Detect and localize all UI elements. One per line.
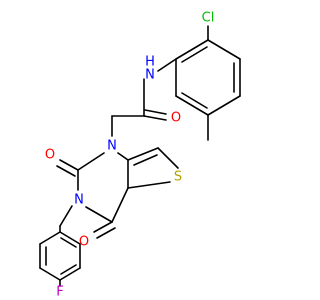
bond — [144, 109, 167, 115]
bond — [117, 152, 129, 161]
n1-atom-label: N — [107, 139, 117, 154]
bond — [111, 187, 129, 223]
bond — [93, 221, 113, 233]
bond — [96, 227, 116, 239]
bond-lines — [39, 25, 241, 287]
bond — [207, 95, 241, 116]
amide-hydrogen-label: H — [145, 55, 155, 70]
amide-nitrogen-label: N — [145, 68, 155, 83]
bond — [56, 165, 76, 177]
fluorine-atom-label: F — [56, 285, 63, 300]
sulfur-atom-label: S — [174, 170, 182, 185]
chlorine-atom-label: Cl — [202, 11, 215, 26]
bond — [59, 267, 81, 281]
molecule-structure-diagram: Cl N H O N N O O S F — [0, 0, 300, 300]
bond — [60, 237, 77, 248]
bond — [60, 264, 77, 275]
atom-labels: Cl N H O N N O O S F — [45, 11, 214, 300]
n3-atom-label: N — [74, 193, 84, 208]
bond — [143, 115, 167, 121]
amide-oxygen-label: O — [171, 111, 181, 126]
bond — [85, 206, 113, 223]
bond — [157, 147, 179, 169]
bond — [59, 205, 73, 227]
bond — [59, 231, 81, 245]
bond — [181, 46, 208, 63]
bond — [127, 181, 171, 189]
bond — [39, 231, 61, 245]
c4-oxygen-label: O — [79, 235, 89, 250]
c2-oxygen-label: O — [45, 148, 55, 163]
bond — [175, 95, 209, 116]
bond — [175, 39, 209, 60]
bond — [59, 159, 79, 171]
bond — [181, 92, 208, 109]
background — [0, 0, 300, 300]
bond — [39, 267, 61, 281]
bond — [133, 154, 158, 166]
bond — [127, 147, 159, 161]
bond — [207, 39, 241, 60]
bond — [157, 58, 177, 72]
bond — [77, 152, 105, 171]
